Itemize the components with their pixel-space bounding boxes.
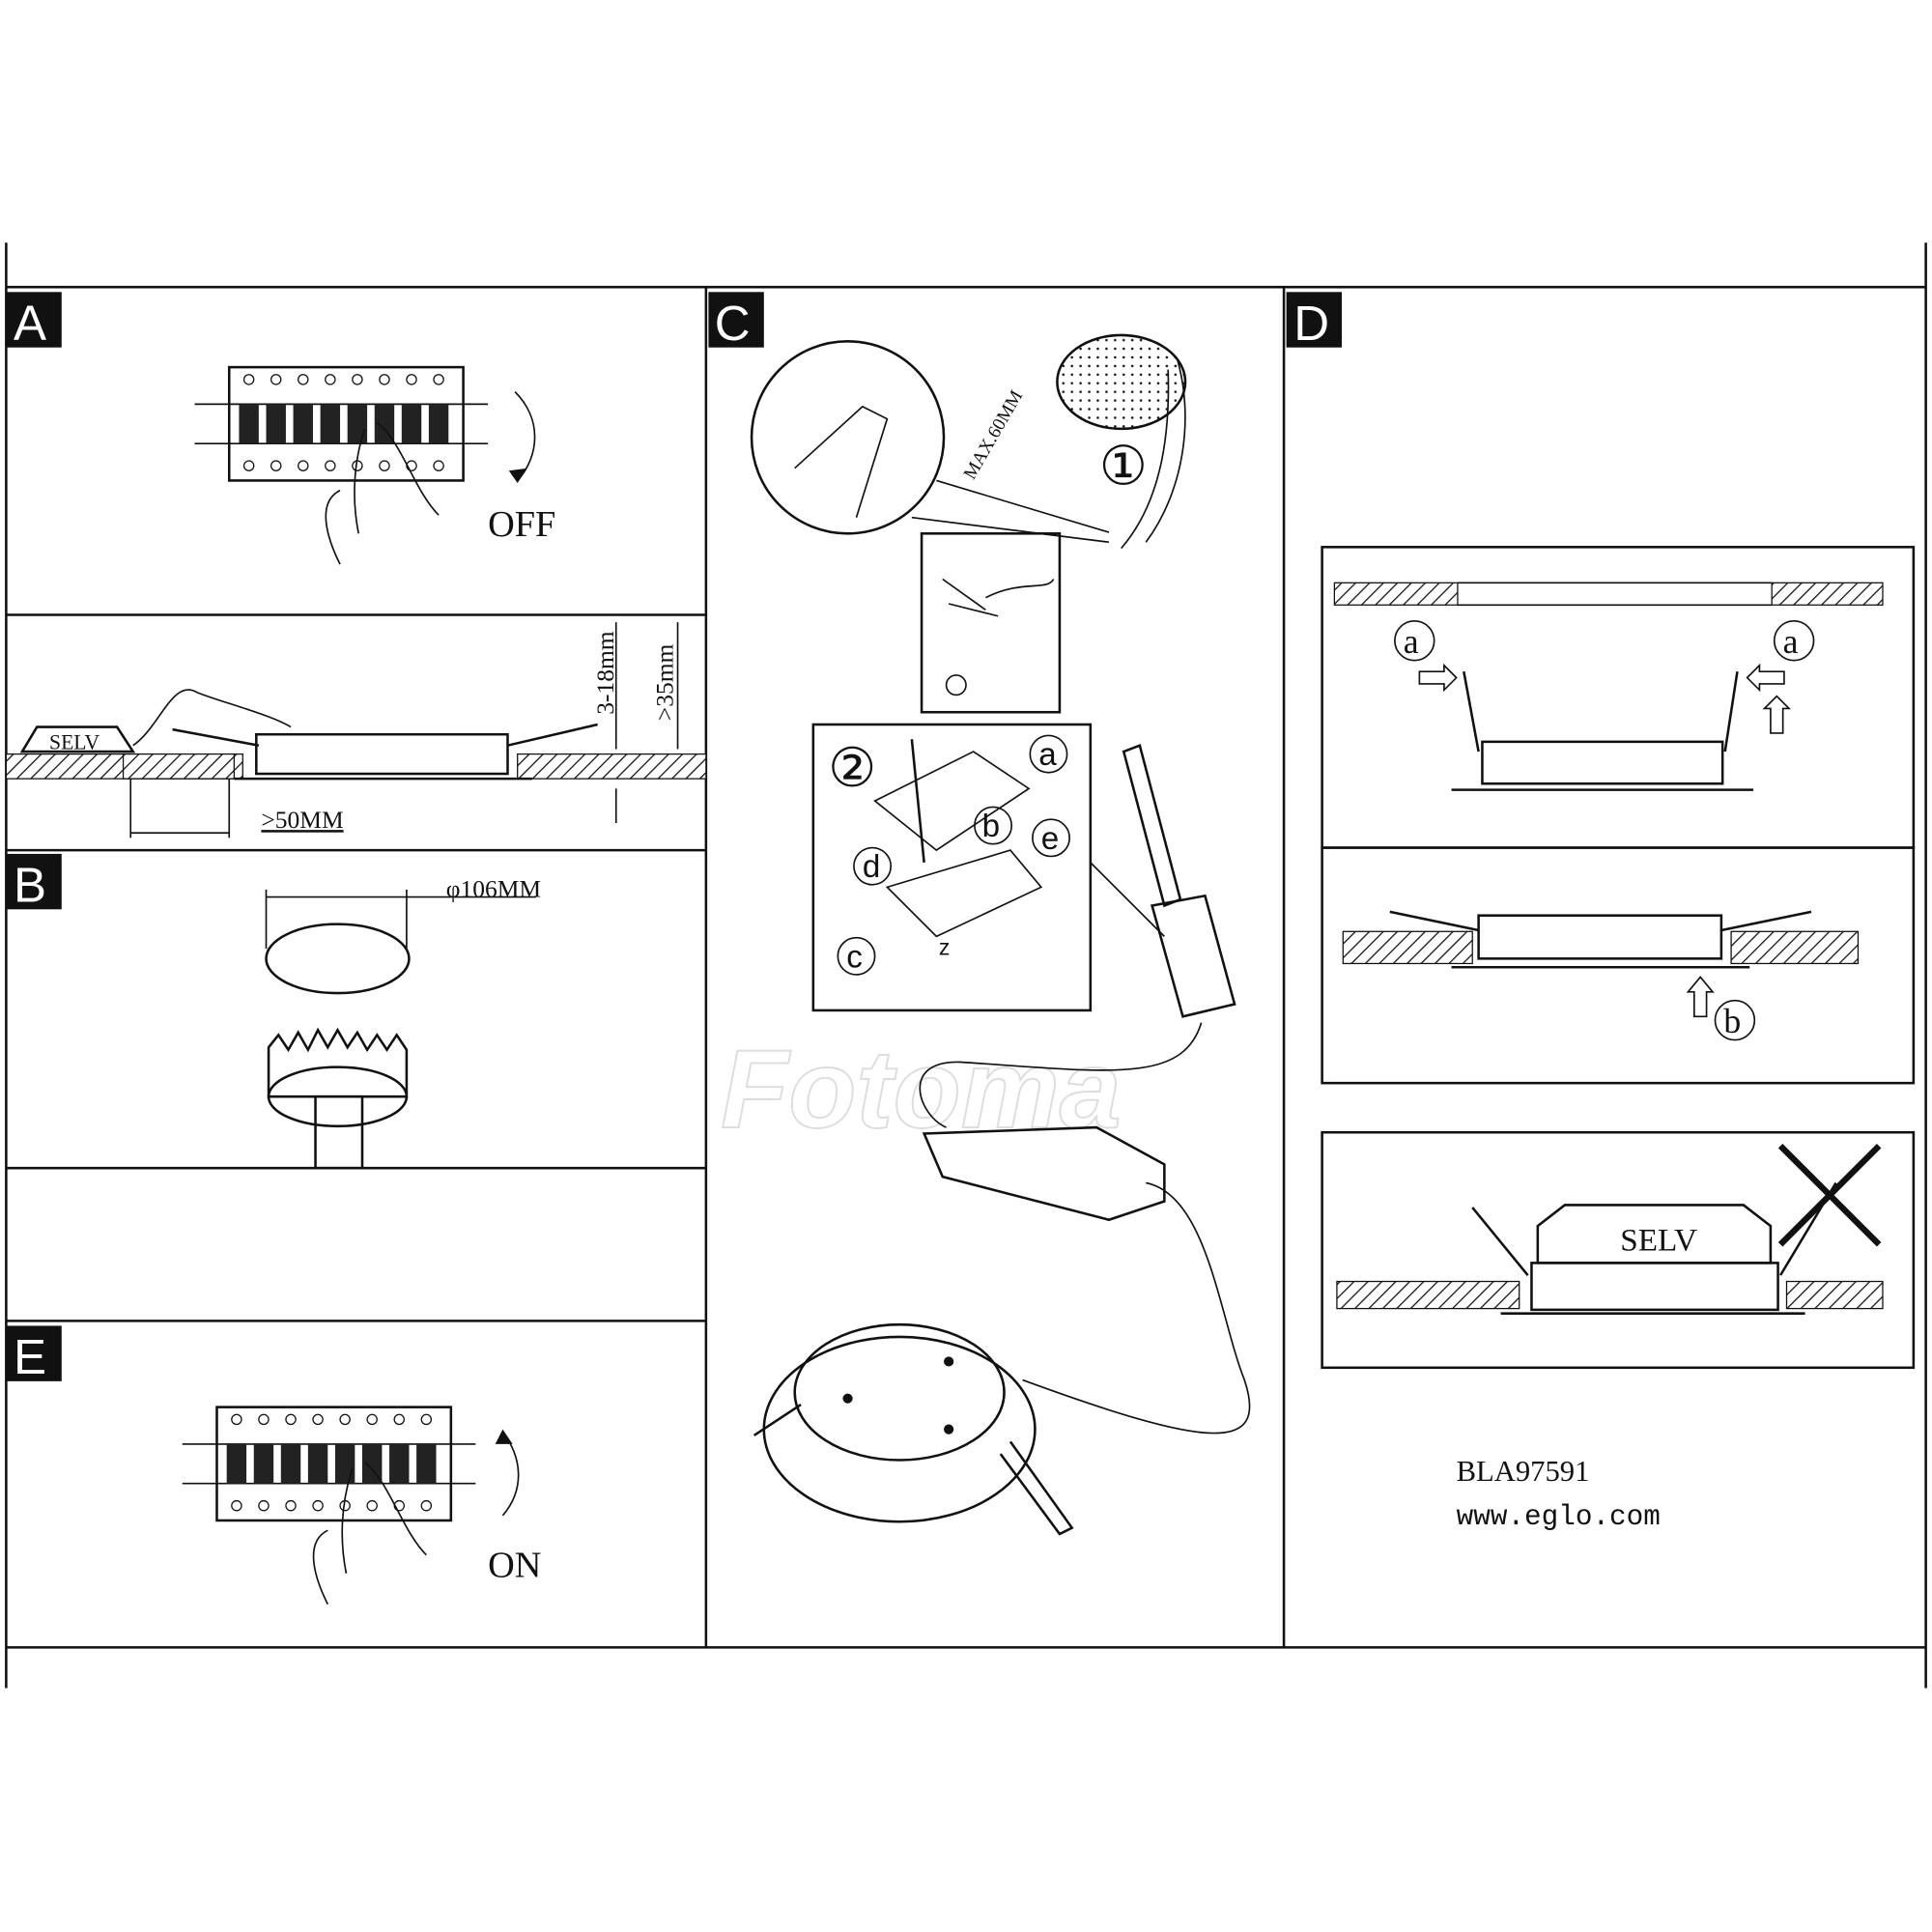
- svg-text:C: C: [715, 296, 751, 351]
- wiring-illustration: Fotoma MAX.60MM ① ② a b c d e z: [720, 333, 1251, 1536]
- section-label-a: A: [6, 292, 62, 351]
- svg-text:OFF: OFF: [488, 504, 555, 545]
- svg-text:①: ①: [1099, 437, 1148, 497]
- installation-cross-section: SELV 3-18mm >35mm >50MM: [5, 622, 707, 838]
- svg-text:ON: ON: [488, 1546, 541, 1586]
- svg-text:>35mm: >35mm: [650, 643, 678, 721]
- breaker-off-illustration: OFF: [193, 365, 555, 566]
- watermark: Fotoma: [721, 1028, 1121, 1151]
- frame-lines: [5, 242, 1927, 1689]
- svg-text:SELV: SELV: [1620, 1223, 1697, 1259]
- hole-saw-illustration: φ106MM: [265, 875, 541, 1170]
- model-number: BLA97591: [1457, 1455, 1590, 1488]
- svg-text:>50MM: >50MM: [261, 806, 343, 834]
- mounting-step-a: a a: [1321, 546, 1916, 849]
- svg-text:z: z: [939, 935, 950, 960]
- svg-text:c: c: [846, 939, 863, 975]
- svg-text:②: ②: [828, 739, 876, 799]
- svg-text:A: A: [14, 296, 46, 351]
- svg-text:φ106MM: φ106MM: [446, 875, 541, 903]
- section-label-d: D: [1286, 292, 1343, 351]
- cross-mark-icon: [1777, 1143, 1882, 1247]
- svg-text:MAX.60MM: MAX.60MM: [960, 387, 1027, 483]
- svg-text:e: e: [1041, 821, 1059, 857]
- svg-text:D: D: [1293, 296, 1329, 351]
- svg-text:b: b: [982, 809, 1000, 844]
- breaker-on-illustration: ON: [181, 1406, 541, 1605]
- svg-text:a: a: [1038, 737, 1057, 773]
- svg-text:E: E: [14, 1329, 46, 1384]
- svg-text:d: d: [863, 849, 880, 885]
- svg-text:SELV: SELV: [49, 731, 100, 754]
- mounting-step-b: b: [1321, 846, 1916, 1085]
- section-label-b: B: [6, 853, 62, 913]
- incorrect-mounting-example: SELV: [1321, 1130, 1916, 1370]
- section-label-e: E: [6, 1325, 62, 1384]
- section-label-c: C: [708, 292, 764, 351]
- svg-text:a: a: [1404, 622, 1419, 661]
- svg-text:B: B: [14, 858, 46, 913]
- svg-text:a: a: [1783, 622, 1799, 661]
- svg-text:b: b: [1723, 1002, 1741, 1040]
- website-url: www.eglo.com: [1457, 1501, 1661, 1533]
- svg-text:3-18mm: 3-18mm: [591, 631, 619, 715]
